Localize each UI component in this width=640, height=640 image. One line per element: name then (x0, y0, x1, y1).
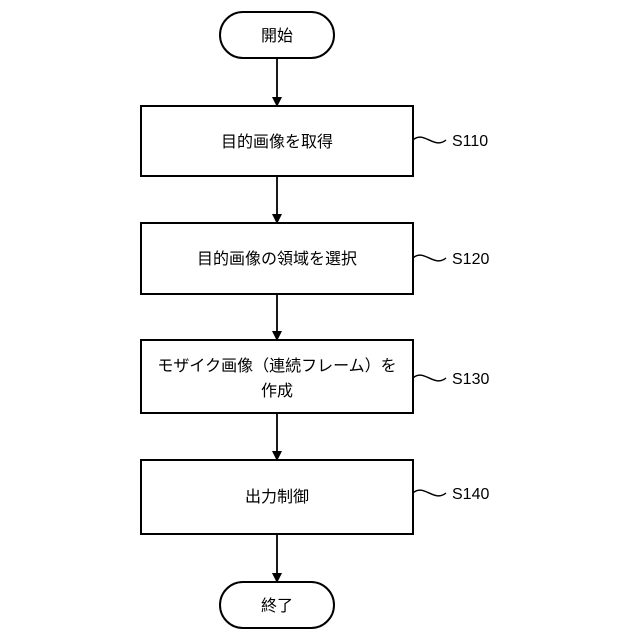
start-terminal: 開始 (220, 12, 334, 58)
end-label: 終了 (261, 596, 293, 615)
step-ref-label: S140 (452, 486, 489, 503)
step-leader-line (413, 255, 446, 261)
process-step-s140: 出力制御 S140 (141, 460, 489, 534)
step-ref-label: S120 (452, 251, 489, 268)
step-ref-label: S110 (452, 133, 488, 150)
step-label: 目的画像の領域を選択 (197, 249, 357, 268)
process-step-s120: 目的画像の領域を選択 S120 (141, 223, 489, 294)
step-label-line-1: モザイク画像（連続フレーム）を (157, 356, 396, 375)
step-label: 出力制御 (245, 487, 309, 506)
process-step-s130: モザイク画像（連続フレーム）を 作成 S130 (141, 340, 489, 413)
start-label: 開始 (261, 26, 293, 45)
step-label-line-2: 作成 (261, 381, 293, 400)
step-ref-label: S130 (452, 371, 489, 388)
step-leader-line (413, 375, 446, 381)
step-label: 目的画像を取得 (221, 132, 333, 151)
step-leader-line (413, 490, 446, 496)
end-terminal: 終了 (220, 582, 334, 628)
process-step-s110: 目的画像を取得 S110 (141, 106, 488, 176)
step-leader-line (413, 137, 446, 143)
